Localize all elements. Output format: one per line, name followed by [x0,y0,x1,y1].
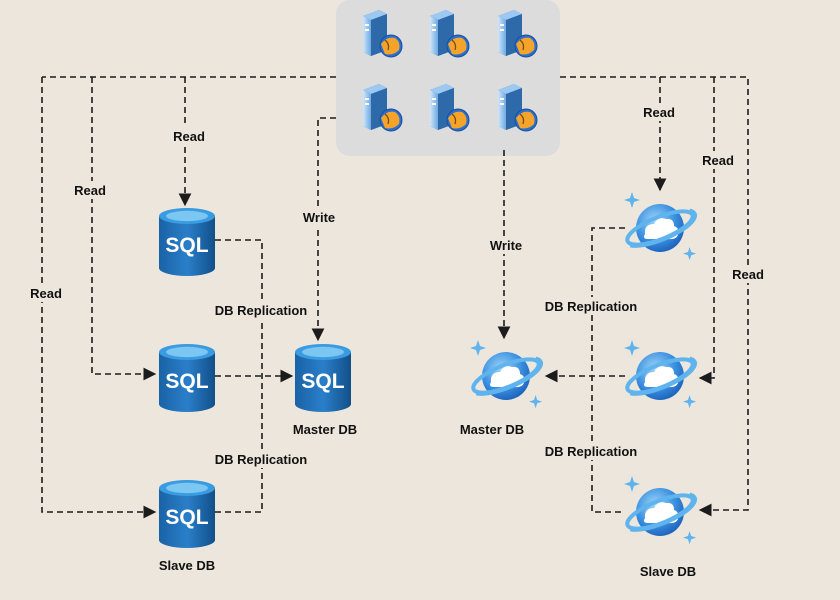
read-label: Read [74,183,106,198]
db-replication-label: DB Replication [215,303,308,318]
db-replication-label: DB Replication [545,444,638,459]
sql-label: SQL [165,370,208,393]
sql-label: SQL [301,370,344,393]
master-db-label: Master DB [460,422,524,437]
slave-db-label: Slave DB [640,564,696,579]
read-edge-sql-middle [91,77,157,381]
left-labels: Read Read Read Write DB Replication DB R… [24,127,357,573]
slave-db-label: Slave DB [159,558,215,573]
cosmos-db-icon [621,474,702,547]
read-edge-middle-cosmos [698,77,715,385]
sql-replica-middle: SQL [159,344,215,412]
write-label: Write [490,238,522,253]
read-label: Read [702,153,734,168]
read-label: Read [732,267,764,282]
write-edge-master [311,117,336,342]
right-labels: Read Read Read Write DB Replication DB R… [460,103,770,579]
read-edge-slave-cosmos [560,76,749,517]
cosmos-db-icon [621,190,702,263]
sql-replica-top: SQL [159,208,215,276]
cosmos-db-icon [621,338,702,411]
sql-label: SQL [165,234,208,257]
write-label: Write [303,210,335,225]
read-label: Read [173,129,205,144]
sql-slave: SQL [159,480,215,548]
left-edges [41,76,336,519]
sql-label: SQL [165,506,208,529]
read-label: Read [643,105,675,120]
read-edge-slave-db [41,77,157,519]
db-replication-edge-cosmos [591,227,625,513]
sql-master: SQL [295,344,351,412]
cosmos-db-icon [467,338,548,411]
db-replication-label: DB Replication [215,452,308,467]
master-db-label: Master DB [293,422,357,437]
db-replication-label: DB Replication [545,299,638,314]
web-server-group [336,0,560,156]
read-label: Read [30,286,62,301]
db-replication-edge [215,239,263,513]
